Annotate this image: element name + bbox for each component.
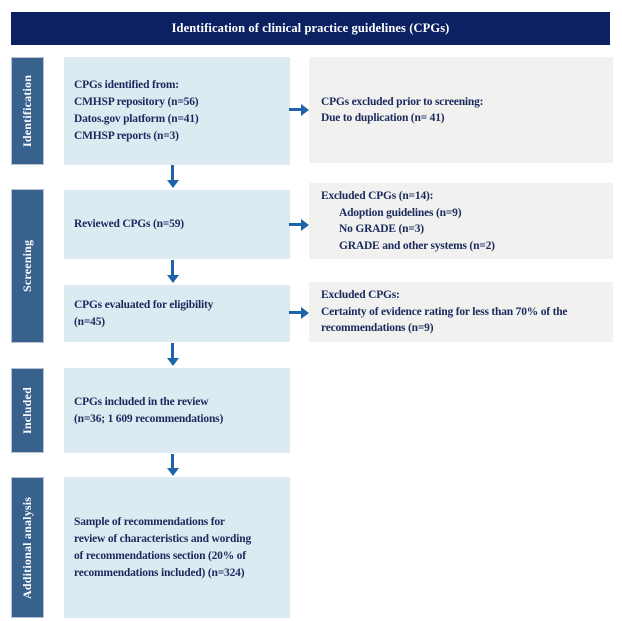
box-text-line: CPGs included in the review	[74, 395, 209, 408]
stage-identification: Identification	[11, 57, 44, 165]
box-text-line: No GRADE (n=3)	[339, 223, 424, 235]
box-text-line: Excluded CPGs (n=14):	[321, 190, 434, 202]
stage-label: Screening	[20, 239, 34, 293]
box-cpgs-included: CPGs included in the review (n=36; 1 609…	[64, 368, 290, 453]
box-text-line: recommendations (n=9)	[321, 322, 434, 335]
box-text-line: GRADE and other systems (n=2)	[339, 239, 495, 252]
stage-included: Included	[11, 368, 44, 453]
box-sample-recommendations: Sample of recommendations for review of …	[64, 477, 290, 618]
box-excluded-cpgs-14: Excluded CPGs (n=14): Adoption guideline…	[309, 183, 613, 259]
diagram-title-bar: Identification of clinical practice guid…	[11, 12, 610, 45]
box-text-line: CMHSP reports (n=3)	[74, 130, 179, 142]
stage-label: Identification	[20, 74, 34, 148]
arrow-down-icon	[166, 165, 179, 188]
box-text-line: Adoption guidelines (n=9)	[339, 206, 462, 219]
box-text-line: Datos.gov platform (n=41)	[74, 113, 199, 125]
arrow-right-icon	[289, 103, 309, 116]
box-text-line: Excluded CPGs:	[321, 289, 400, 302]
box-text-line: Reviewed CPGs (n=59)	[74, 218, 184, 230]
box-text-line: CPGs evaluated for eligibility	[74, 298, 214, 311]
stage-screening: Screening	[11, 189, 44, 343]
stage-label: Included	[20, 387, 34, 434]
box-text-line: Sample of recommendations for	[74, 515, 225, 528]
stage-additional-analysis: Additional analysis	[11, 477, 44, 618]
box-text-line: (n=36; 1 609 recommendations)	[74, 412, 224, 425]
box-text-line: Due to duplication (n= 41)	[321, 112, 445, 124]
box-text-line: of recommendations section (20% of	[74, 549, 246, 562]
box-text-line: CMHSP repository (n=56)	[74, 96, 199, 108]
box-text-line: CPGs identified from:	[74, 79, 179, 91]
box-reviewed-cpgs: Reviewed CPGs (n=59)	[64, 190, 290, 259]
box-excluded-cpgs-certainty: Excluded CPGs: Certainty of evidence rat…	[309, 282, 613, 342]
box-text-line: recommendations included) (n=324)	[74, 566, 245, 579]
arrow-right-icon	[289, 306, 309, 319]
box-text-line: review of characteristics and wording	[74, 532, 251, 545]
box-text-line: (n=45)	[74, 315, 105, 328]
diagram-title: Identification of clinical practice guid…	[171, 21, 450, 35]
box-text-line: CPGs excluded prior to screening:	[321, 95, 484, 108]
arrow-down-icon	[166, 260, 179, 283]
box-cpgs-evaluated: CPGs evaluated for eligibility (n=45)	[64, 285, 290, 342]
box-cpgs-identified: CPGs identified from: CMHSP repository (…	[64, 57, 290, 165]
stage-label: Additional analysis	[20, 496, 34, 599]
arrow-right-icon	[289, 218, 309, 231]
arrow-down-icon	[166, 454, 179, 476]
arrow-down-icon	[166, 343, 179, 366]
box-text-line: Certainty of evidence rating for less th…	[321, 305, 568, 318]
box-excluded-prior-screening: CPGs excluded prior to screening: Due to…	[309, 57, 613, 163]
